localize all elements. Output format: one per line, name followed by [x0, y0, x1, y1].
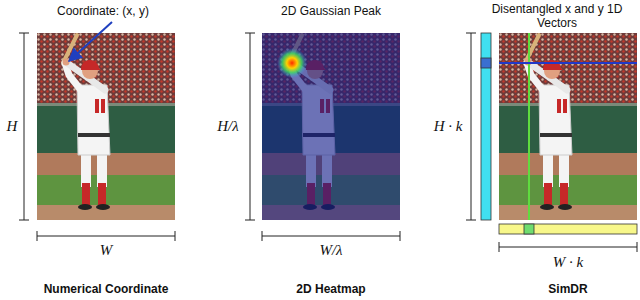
panel-caption: 2D Heatmap: [296, 283, 365, 297]
panel-caption: Numerical Coordinate: [44, 283, 169, 297]
photo-panel: [499, 33, 637, 220]
photo-panel: [37, 33, 175, 220]
x-vector-peak: [524, 224, 534, 234]
y-vector-bar: [481, 33, 491, 220]
y-vector-peak: [481, 58, 491, 68]
panel-caption: SimDR: [548, 283, 587, 297]
gaussian-peak: [277, 48, 307, 78]
dimension-label: W: [100, 242, 113, 259]
dimension-label: H: [7, 118, 18, 135]
y-position-line: [499, 62, 637, 64]
dimension-line: [19, 33, 175, 241]
dimension-line: [245, 33, 400, 241]
panel-heading: Coordinate: (x, y): [57, 5, 149, 19]
photo-panel: [262, 33, 400, 220]
dimension-label: H · k: [434, 118, 463, 135]
dimension-label: W/λ: [319, 242, 342, 259]
x-vector-bar: [499, 224, 637, 234]
panel-heading: Disentangled x and y 1D Vectors: [477, 3, 637, 31]
pointer-arrow: [69, 22, 112, 61]
dimension-label: W · k: [553, 254, 583, 271]
x-position-line: [528, 33, 530, 220]
heatmap-overlay: [262, 33, 400, 220]
panel-heading: 2D Gaussian Peak: [281, 5, 381, 19]
dimension-line: [466, 33, 637, 252]
dimension-label: H/λ: [217, 118, 239, 135]
